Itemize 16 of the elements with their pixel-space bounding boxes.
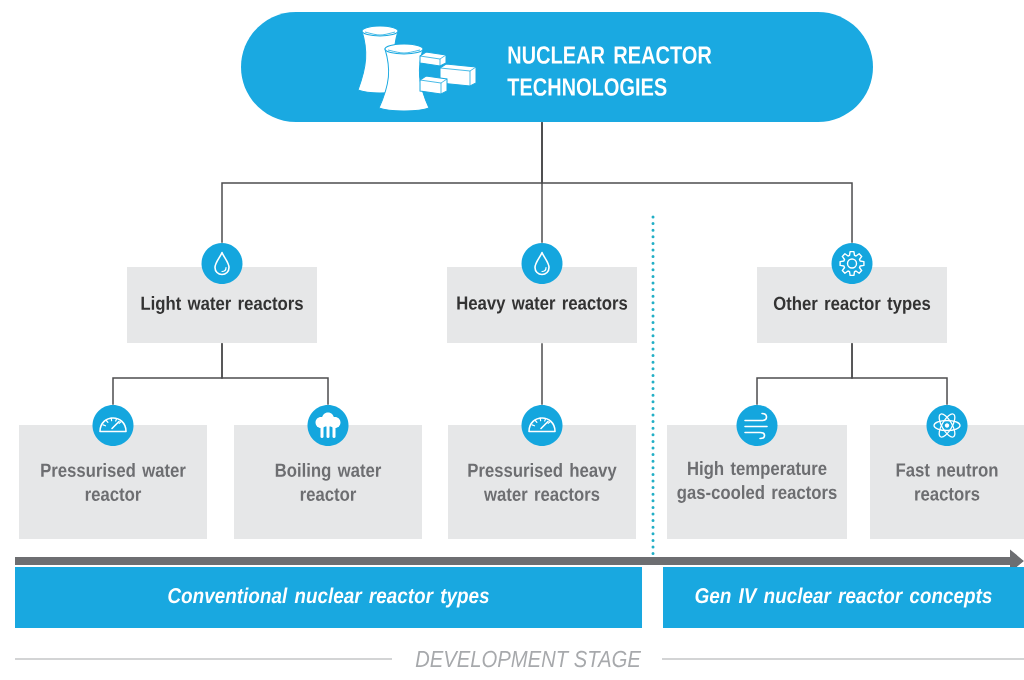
reactor-box: Pressurised water reactor (19, 425, 207, 539)
stage-label: DEVELOPMENT STAGE (415, 650, 642, 668)
reactor-box: Pressurised heavy water reactors (448, 425, 636, 539)
connector-line (221, 342, 329, 406)
stage-band: Conventional nuclear reactor types (15, 567, 642, 628)
connector-line (541, 342, 543, 406)
reactor-box: High temperature gas-cooled reactors (667, 425, 847, 539)
category-box: Other reactor types (757, 267, 947, 343)
connector-line (541, 121, 853, 244)
reactor-box: Fast neutron reactors (870, 425, 1024, 539)
stage-band: Gen IV nuclear reactor concepts (663, 567, 1024, 628)
reactor-box: Boiling water reactor (234, 425, 422, 539)
heading-pill: NUCLEAR REACTOR TECHNOLOGIES (241, 12, 873, 122)
category-box: Heavy water reactors (447, 267, 637, 343)
connector-line (851, 342, 948, 406)
category-box: Light water reactors (127, 267, 317, 343)
